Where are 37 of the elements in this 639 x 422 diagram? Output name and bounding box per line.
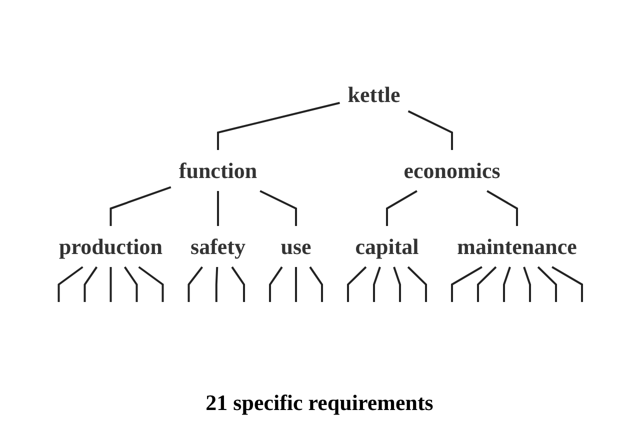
- connector: [230, 266, 244, 302]
- connector: [259, 190, 296, 226]
- connector: [406, 266, 426, 302]
- connector: [308, 266, 322, 302]
- node-text: safety: [190, 234, 245, 259]
- node-text: economics: [403, 158, 500, 183]
- connector: [536, 266, 556, 302]
- node-text: use: [280, 234, 311, 259]
- connector: [187, 266, 203, 302]
- node-text: maintenance: [456, 234, 576, 259]
- connector: [386, 190, 417, 226]
- connector: [214, 266, 218, 302]
- connector: [216, 191, 218, 226]
- connector: [450, 266, 482, 302]
- connector: [83, 266, 98, 302]
- connector: [522, 266, 530, 302]
- connector: [294, 267, 296, 302]
- caption-text: 21 specific requirements: [206, 390, 434, 416]
- connector: [138, 266, 164, 302]
- connector: [268, 266, 282, 302]
- connector: [109, 267, 112, 302]
- connector: [57, 266, 83, 302]
- connector: [486, 190, 518, 226]
- connector: [109, 186, 171, 226]
- connector: [551, 266, 582, 302]
- node-text: kettle: [347, 82, 400, 107]
- node-text: capital: [354, 234, 418, 259]
- connector: [392, 266, 400, 302]
- node-text: function: [178, 158, 257, 183]
- connector: [346, 266, 366, 302]
- connector: [372, 266, 380, 302]
- connector: [502, 266, 510, 302]
- connector: [216, 102, 340, 150]
- node-text: production: [58, 234, 162, 259]
- connector: [407, 110, 452, 150]
- connector: [476, 266, 496, 302]
- connector: [123, 266, 138, 302]
